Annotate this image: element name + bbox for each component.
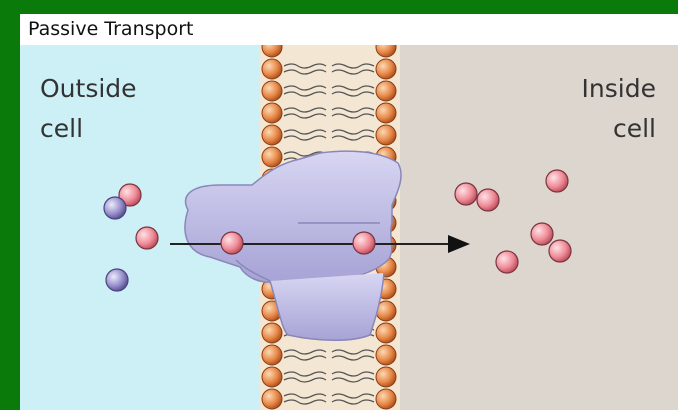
molecule-icon	[136, 227, 158, 249]
outside-cell-label-line2: cell	[40, 114, 83, 143]
phospholipid-head-icon	[262, 389, 282, 409]
phospholipid-head-icon	[262, 125, 282, 145]
diagram-frame: Passive Transport	[20, 14, 678, 410]
phospholipid-head-icon	[376, 103, 396, 123]
molecule-icon	[549, 240, 571, 262]
molecule-icon	[531, 223, 553, 245]
phospholipid-head-icon	[262, 367, 282, 387]
phospholipid-head-icon	[376, 323, 396, 343]
molecule-icon	[477, 189, 499, 211]
phospholipid-head-icon	[262, 81, 282, 101]
molecule-icon	[546, 170, 568, 192]
phospholipid-head-icon	[376, 345, 396, 365]
outside-cell-label-line1: Outside	[40, 74, 137, 103]
molecule-icon	[496, 251, 518, 273]
phospholipid-head-icon	[376, 81, 396, 101]
phospholipid-head-icon	[262, 103, 282, 123]
inside-cell-label-line2: cell	[613, 114, 656, 143]
phospholipid-head-icon	[262, 59, 282, 79]
molecule-icon	[221, 232, 243, 254]
molecule-icon	[353, 232, 375, 254]
phospholipid-head-icon	[376, 367, 396, 387]
molecule-icon	[106, 269, 128, 291]
phospholipid-head-icon	[376, 125, 396, 145]
passive-transport-diagram: Outside cell Inside cell	[20, 45, 678, 410]
phospholipid-head-icon	[262, 147, 282, 167]
molecule-icon	[104, 197, 126, 219]
phospholipid-head-icon	[262, 345, 282, 365]
phospholipid-head-icon	[262, 323, 282, 343]
inside-cell-label-line1: Inside	[582, 74, 656, 103]
diagram-title: Passive Transport	[28, 18, 193, 40]
phospholipid-head-icon	[376, 389, 396, 409]
molecule-icon	[455, 183, 477, 205]
phospholipid-head-icon	[376, 59, 396, 79]
